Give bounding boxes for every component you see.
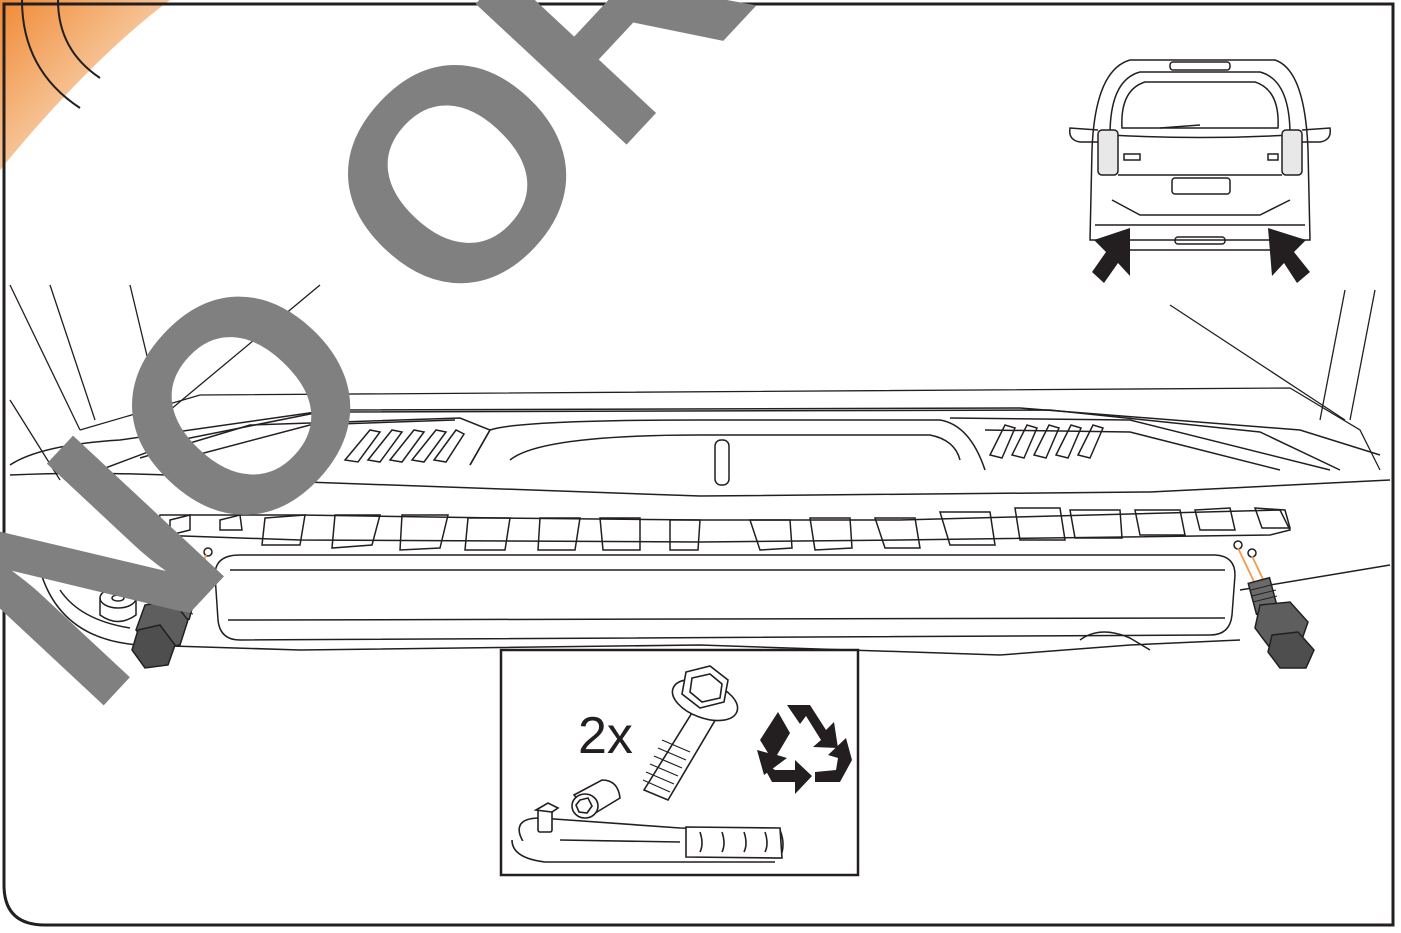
mounting-point-arrows	[1092, 228, 1310, 283]
left-arrow-icon	[1092, 228, 1130, 283]
vehicle-body-lines	[9, 284, 1381, 481]
bolt-guide-lines	[179, 547, 1269, 601]
grille-teeth	[169, 507, 1291, 551]
vent-slots-right	[988, 424, 1105, 459]
socket-icon	[571, 779, 621, 819]
bolt-icon	[642, 665, 739, 802]
recycle-icon	[757, 705, 852, 794]
right-arrow-icon	[1268, 228, 1310, 283]
ratchet-wrench-icon	[511, 802, 784, 863]
right-bolt-icon	[1247, 576, 1315, 669]
van-rear-thumbnail	[1068, 59, 1332, 251]
left-bolt-icon	[131, 581, 199, 669]
quantity-label: 2x	[578, 707, 633, 765]
corner-accent	[0, 0, 170, 170]
vent-slots-left	[343, 429, 466, 463]
rear-bumper-step	[9, 407, 1391, 656]
instruction-box: 2x	[499, 648, 860, 877]
tow-bar-tube	[214, 554, 1236, 641]
